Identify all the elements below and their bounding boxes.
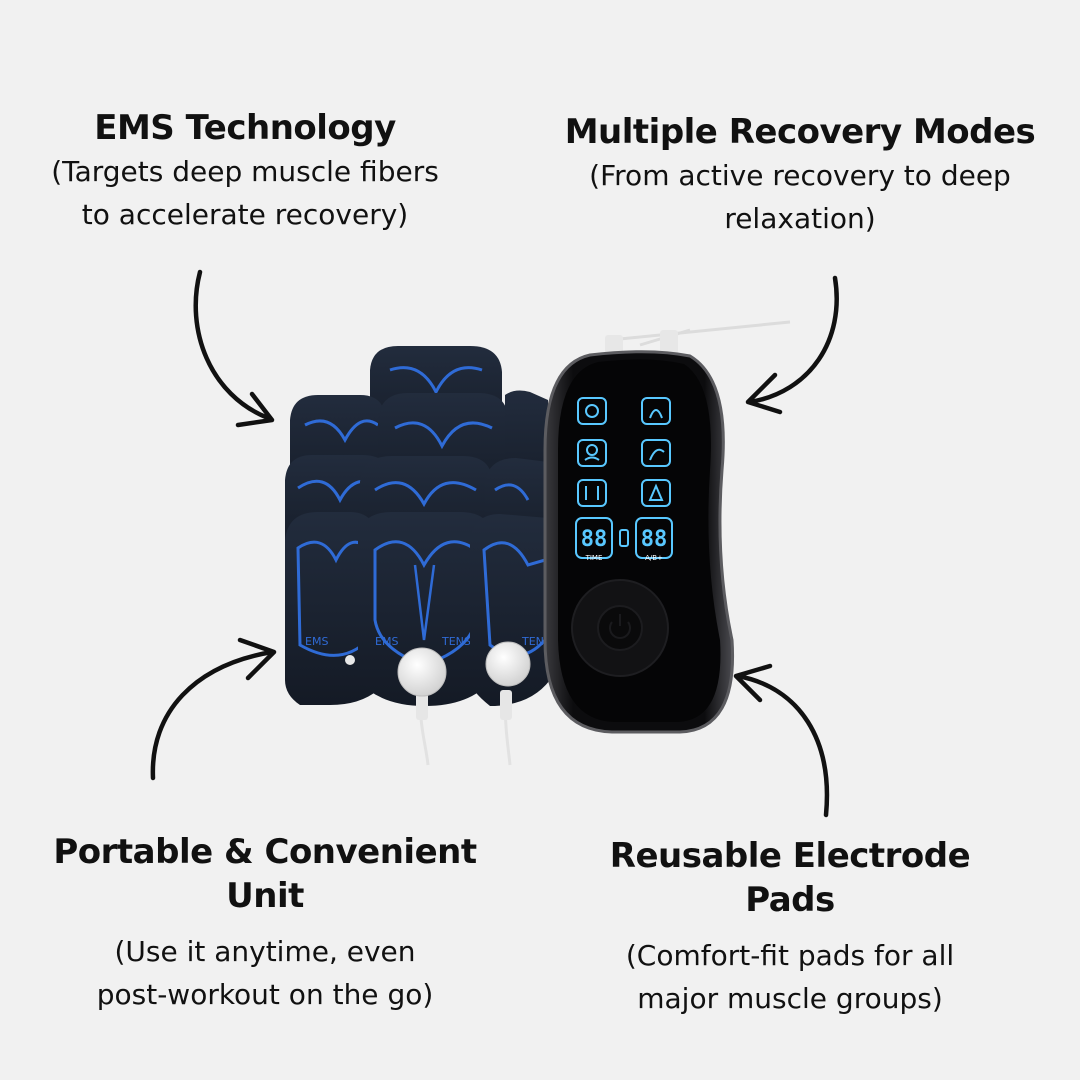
time-display: 88 [581,527,608,552]
desc-line: relaxation) [724,202,876,235]
electrode-pads: EMS EMS TENS TENS [285,346,551,706]
power-button [597,605,643,651]
mode-icon [577,397,607,425]
feature-recovery-modes: Multiple Recovery Modes (From active rec… [540,110,1060,240]
feature-description: (Targets deep muscle fibers to accelerat… [10,150,480,236]
feature-title: EMS Technology [94,108,396,148]
pad-label: EMS [375,635,398,648]
intensity-display: 88 [641,527,668,552]
pad-label: TENS [441,635,471,648]
desc-line: (Use it anytime, even [114,935,416,968]
pad-label: EMS [305,635,328,648]
desc-line: post-workout on the go) [96,978,434,1011]
time-caption: TIME [585,554,603,562]
electrode-connectors [397,641,531,766]
desc-line: (Targets deep muscle fibers [51,155,439,188]
feature-ems-technology: EMS Technology (Targets deep muscle fibe… [10,106,480,236]
feature-description: (From active recovery to deep relaxation… [540,154,1060,240]
desc-line: to accelerate recovery) [81,198,409,231]
feature-title: Multiple Recovery Modes [564,112,1036,152]
mode-icon [577,479,607,507]
title-line: Unit [226,876,304,916]
pad-label: TENS [521,635,551,648]
title-line: Reusable Electrode [609,836,971,876]
feature-reusable-pads: Reusable Electrode Pads (Comfort-fit pad… [560,834,1020,1020]
feature-title: Portable & Convenient Unit [20,830,510,918]
desc-line: major muscle groups) [637,982,943,1015]
title-line: Portable & Convenient [53,832,477,872]
feature-portable-unit: Portable & Convenient Unit (Use it anyti… [20,830,510,1016]
electrode-pad: EMS [285,512,378,705]
tens-device: 88 88 TIME A/B+ [543,320,791,734]
mode-icon [641,479,671,507]
electrode-pad: EMS TENS [358,512,492,706]
feature-description: (Comfort-fit pads for all major muscle g… [560,934,1020,1020]
title-line: Pads [745,880,835,920]
desc-line: (Comfort-fit pads for all [625,939,955,972]
desc-line: (From active recovery to deep [589,159,1011,192]
mode-icon [641,397,671,425]
mode-icon [641,439,671,467]
feature-description: (Use it anytime, even post-workout on th… [20,930,510,1016]
feature-title: Reusable Electrode Pads [560,834,1020,922]
mode-icon [577,439,607,467]
channel-caption: A/B+ [645,554,663,562]
